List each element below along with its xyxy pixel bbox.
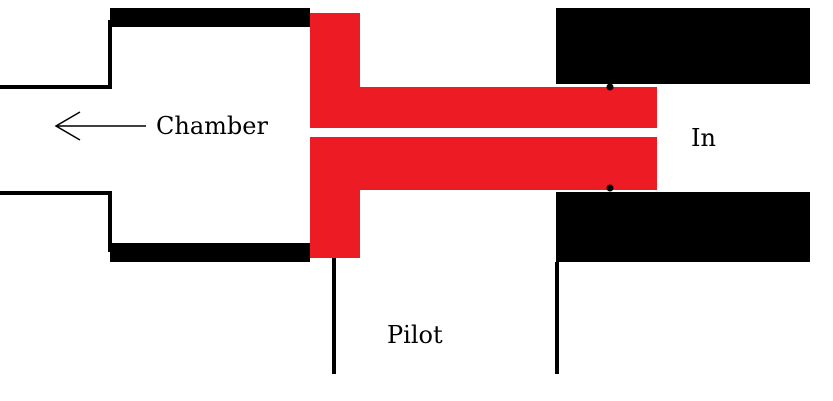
outlet-bottom-wall xyxy=(0,191,112,252)
pilot-label: Pilot xyxy=(387,321,443,349)
arrow-left-icon xyxy=(54,111,146,141)
housing-top-wall xyxy=(110,8,310,27)
valve-piston-top xyxy=(310,13,657,128)
seal-dot-top xyxy=(606,83,614,91)
inlet-bottom-block xyxy=(556,192,810,262)
inlet-top-block xyxy=(556,8,810,84)
housing-bottom-wall xyxy=(110,243,310,262)
valve-piston-bottom xyxy=(310,137,657,258)
seal-dot-bottom xyxy=(606,184,614,192)
outlet-top-wall xyxy=(0,20,112,89)
inlet-label: In xyxy=(691,124,716,152)
chamber-label: Chamber xyxy=(156,112,268,140)
